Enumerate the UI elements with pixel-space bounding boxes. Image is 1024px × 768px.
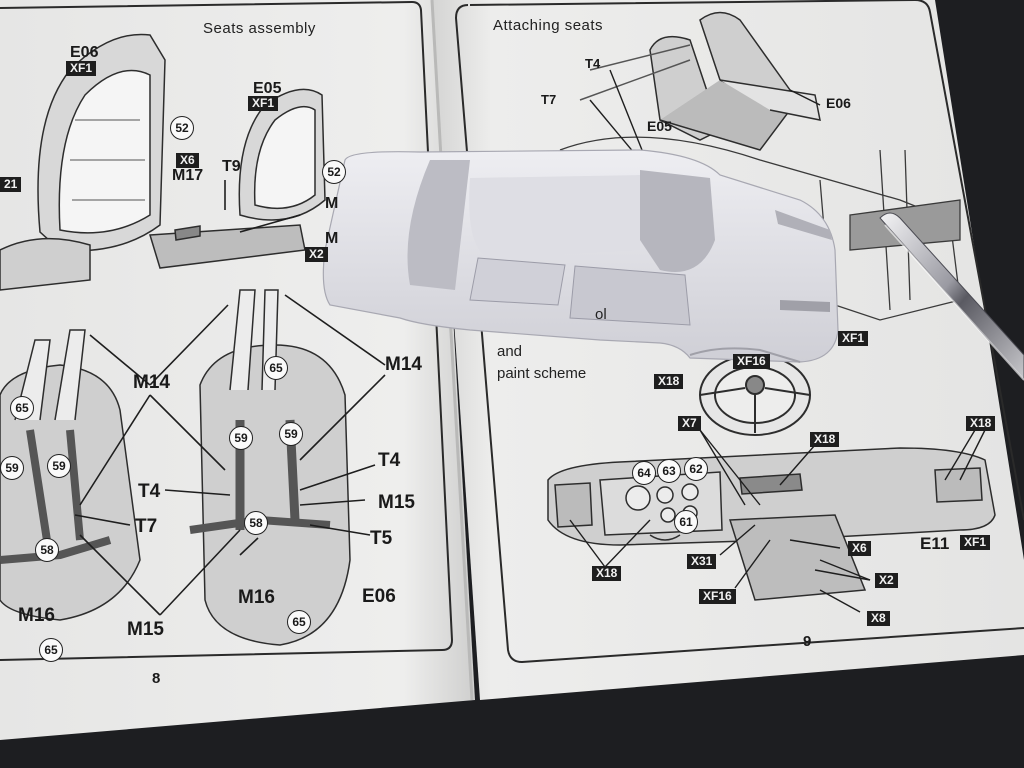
seat-drawing-e05-top bbox=[149, 88, 326, 269]
circle-58-left: 58 bbox=[35, 538, 59, 562]
tag-xf16-wheel: XF16 bbox=[733, 354, 770, 369]
circle-58-right: 58 bbox=[244, 511, 268, 535]
tag-xf1-a: XF1 bbox=[66, 61, 97, 76]
circle-59-1: 59 bbox=[229, 426, 253, 450]
circle-59-4: 59 bbox=[47, 454, 71, 478]
label-m14-right: M14 bbox=[385, 354, 422, 375]
label-e06-attach: E06 bbox=[826, 95, 851, 111]
right-page-number: 9 bbox=[803, 633, 812, 650]
tag-x2-partial: X2 bbox=[305, 247, 328, 262]
left-page-title: Seats assembly bbox=[203, 20, 316, 37]
label-t7: T7 bbox=[135, 516, 158, 537]
circle-65-bottom-right: 65 bbox=[287, 610, 311, 634]
tag-x18-b: X18 bbox=[966, 416, 996, 431]
label-m16-right: M16 bbox=[238, 587, 275, 608]
label-t9: T9 bbox=[222, 158, 241, 175]
seat-drawing-attaching bbox=[579, 11, 821, 151]
harness-seat-left bbox=[0, 329, 141, 621]
seat-drawing-e06-top bbox=[0, 33, 166, 291]
circle-65-bottom-left: 65 bbox=[39, 638, 63, 662]
text-fragment-and: and bbox=[497, 343, 523, 360]
tag-xf1-b: XF1 bbox=[248, 96, 279, 111]
label-e11: E11 bbox=[920, 534, 950, 553]
tag-x18-c: X18 bbox=[592, 566, 622, 581]
circle-59-2: 59 bbox=[279, 422, 303, 446]
label-t7-attach: T7 bbox=[541, 92, 557, 107]
metal-tweezers bbox=[879, 212, 1024, 381]
circle-63: 63 bbox=[657, 459, 681, 483]
right-frame bbox=[454, 0, 1024, 664]
tag-21: 21 bbox=[0, 177, 22, 192]
left-page-number: 8 bbox=[152, 670, 161, 687]
label-m15-right: M15 bbox=[378, 492, 415, 513]
tag-x18-a: X18 bbox=[810, 432, 840, 447]
label-e05: E05 bbox=[253, 80, 282, 97]
tag-x6: X6 bbox=[848, 541, 871, 556]
label-m14-left: M14 bbox=[133, 372, 170, 393]
label-t5: T5 bbox=[370, 528, 393, 549]
circle-65-top-right: 65 bbox=[264, 356, 288, 380]
label-m-partial-2: M bbox=[325, 230, 339, 247]
label-e06-bottom: E06 bbox=[362, 586, 396, 607]
label-t4-left: T4 bbox=[138, 481, 161, 502]
tag-x2: X2 bbox=[875, 573, 898, 588]
tag-x18-wheel: X18 bbox=[654, 374, 684, 389]
circle-61: 61 bbox=[674, 510, 698, 534]
circle-65-top-left: 65 bbox=[10, 396, 34, 420]
label-e06: E06 bbox=[70, 44, 99, 61]
label-t4-attach: T4 bbox=[585, 56, 601, 71]
label-e05-attach: E05 bbox=[647, 118, 672, 134]
tag-xf16: XF16 bbox=[699, 589, 736, 604]
circle-52-a: 52 bbox=[170, 116, 194, 140]
page-fold bbox=[430, 0, 474, 701]
tag-xf1-car: XF1 bbox=[838, 331, 869, 346]
label-m-partial-1: M bbox=[325, 195, 339, 212]
tag-x31: X31 bbox=[687, 554, 717, 569]
circle-62: 62 bbox=[684, 457, 708, 481]
label-t4-right: T4 bbox=[378, 450, 401, 471]
text-fragment-ol: ol bbox=[595, 306, 607, 323]
text-paint-scheme: paint scheme bbox=[497, 365, 587, 382]
car-body-model bbox=[322, 149, 839, 363]
tag-x6: X6 bbox=[176, 153, 199, 168]
tag-x7: X7 bbox=[678, 416, 701, 431]
label-m16-left: M16 bbox=[18, 605, 55, 626]
leader-lines-left bbox=[74, 180, 386, 616]
circle-59-3: 59 bbox=[0, 456, 24, 480]
label-m17: M17 bbox=[172, 167, 204, 184]
steering-wheel-drawing bbox=[699, 354, 811, 436]
circle-52-b: 52 bbox=[322, 160, 346, 184]
circle-64: 64 bbox=[632, 461, 656, 485]
right-page-title: Attaching seats bbox=[493, 17, 604, 34]
label-m15-left: M15 bbox=[127, 619, 164, 640]
tag-x8: X8 bbox=[867, 611, 890, 626]
tag-xf1-dash: XF1 bbox=[960, 535, 991, 550]
